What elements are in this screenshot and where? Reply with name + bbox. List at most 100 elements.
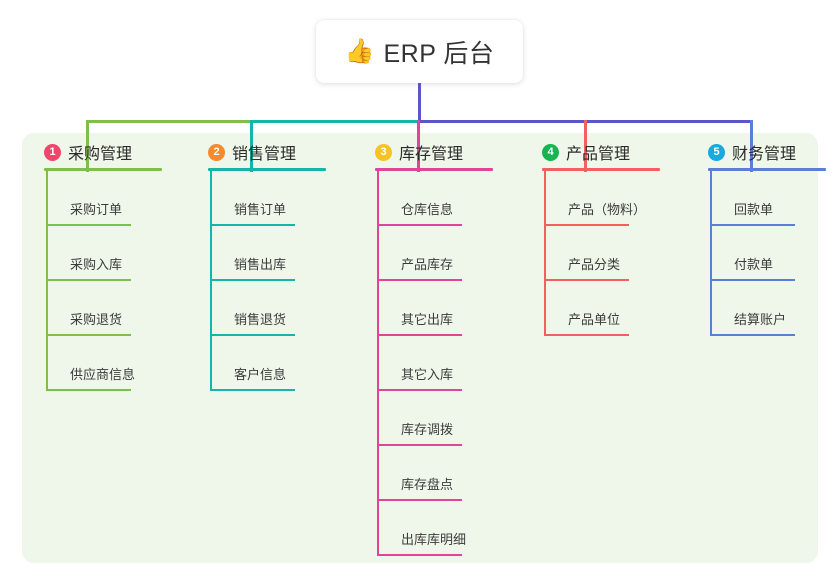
branch-item-label: 采购退货 [70, 312, 123, 327]
branch-item-stem [377, 501, 379, 556]
branch-item[interactable]: 销售出库 [208, 226, 296, 281]
branch-item-label: 采购入库 [70, 257, 123, 272]
branch-item-label: 回款单 [734, 202, 774, 217]
branch-item-stem [46, 336, 48, 391]
branch-item-stem [46, 226, 48, 281]
branch-item-stem [46, 171, 48, 226]
branch-number-badge: 4 [542, 143, 559, 161]
branch-item[interactable]: 产品库存 [375, 226, 463, 281]
branch-column-2: 2 销售管理销售订单销售出库销售退货客户信息 [190, 133, 326, 391]
branch-column-1: 1 采购管理采购订单采购入库采购退货供应商信息 [26, 133, 162, 391]
branch-item[interactable]: 产品单位 [542, 281, 630, 336]
branch-item-list: 产品（物料） 产品分类产品单位 [542, 171, 646, 336]
branch-item-underline [46, 389, 131, 391]
branch-item[interactable]: 库存调拨 [375, 391, 463, 446]
branch-item[interactable]: 付款单 [708, 226, 796, 281]
branch-item-underline [710, 279, 795, 281]
branch-item[interactable]: 采购订单 [44, 171, 132, 226]
branch-item-stem [377, 336, 379, 391]
branch-item[interactable]: 客户信息 [208, 336, 296, 391]
branch-header-label: 采购管理 [68, 146, 133, 163]
branch-item-label: 产品（物料） [568, 202, 647, 217]
branch-header-underline [44, 168, 162, 171]
branch-item-stem [710, 171, 712, 226]
branch-item-list: 销售订单销售出库销售退货客户信息 [208, 171, 296, 391]
branch-item-label: 产品分类 [568, 257, 621, 272]
branch-item-label: 付款单 [734, 257, 774, 272]
branch-header-underline [708, 168, 826, 171]
branch-item[interactable]: 产品（物料） [542, 171, 646, 226]
branch-item-stem [377, 281, 379, 336]
branch-item-label: 销售出库 [234, 257, 287, 272]
branch-header-2[interactable]: 2 销售管理 [190, 133, 326, 171]
branch-item-underline [377, 554, 462, 556]
branch-item-underline [710, 224, 795, 226]
branch-item-underline [544, 224, 629, 226]
branch-item-underline [377, 334, 462, 336]
branch-item[interactable]: 库存盘点 [375, 446, 463, 501]
branch-item-stem [210, 171, 212, 226]
branch-item-stem [210, 281, 212, 336]
branch-item-underline [46, 279, 131, 281]
root-node-title: ERP 后台 [383, 39, 495, 68]
branch-item-label: 产品单位 [568, 312, 621, 327]
branch-item-underline [46, 224, 131, 226]
branch-item-underline [377, 279, 462, 281]
branch-item-stem [210, 336, 212, 391]
branch-item[interactable]: 回款单 [708, 171, 796, 226]
branch-item-underline [544, 279, 629, 281]
branch-item-label: 客户信息 [234, 367, 287, 382]
branch-header-underline [375, 168, 493, 171]
branch-item[interactable]: 供应商信息 [44, 336, 136, 391]
root-node-erp-backend[interactable]: 👍 ERP 后台 [316, 20, 523, 83]
branch-item-underline [377, 499, 462, 501]
branch-item-list: 采购订单采购入库采购退货供应商信息 [44, 171, 136, 391]
content-panel [22, 133, 818, 563]
branch-item-label: 出库库明细 [401, 532, 467, 547]
branch-header-4[interactable]: 4 产品管理 [524, 133, 660, 171]
branch-item[interactable]: 销售订单 [208, 171, 296, 226]
branch-item-stem [377, 446, 379, 501]
branch-column-4: 4 产品管理产品（物料） 产品分类产品单位 [524, 133, 660, 336]
branch-item-label: 仓库信息 [401, 202, 454, 217]
branch-item-underline [544, 334, 629, 336]
branch-item[interactable]: 仓库信息 [375, 171, 463, 226]
branch-item-stem [710, 281, 712, 336]
branch-item-label: 其它出库 [401, 312, 454, 327]
branch-item[interactable]: 销售退货 [208, 281, 296, 336]
branch-item-underline [46, 334, 131, 336]
branch-header-underline [208, 168, 326, 171]
branch-header-label: 销售管理 [232, 146, 297, 163]
branch-item-label: 采购订单 [70, 202, 123, 217]
branch-item-stem [377, 391, 379, 446]
branch-item[interactable]: 采购退货 [44, 281, 132, 336]
branch-number-badge: 3 [375, 143, 392, 161]
branch-item[interactable]: 出库库明细 [375, 501, 467, 556]
branch-item-stem [544, 281, 546, 336]
branch-item[interactable]: 产品分类 [542, 226, 630, 281]
branch-header-1[interactable]: 1 采购管理 [26, 133, 162, 171]
branch-number-badge: 2 [208, 143, 225, 161]
branch-item-list: 回款单付款单结算账户 [708, 171, 796, 336]
branch-item[interactable]: 其它入库 [375, 336, 463, 391]
branch-item[interactable]: 采购入库 [44, 226, 132, 281]
branch-item-underline [710, 334, 795, 336]
branch-header-label: 产品管理 [566, 146, 631, 163]
branch-item-underline [377, 224, 462, 226]
branch-item-underline [210, 279, 295, 281]
branch-item[interactable]: 其它出库 [375, 281, 463, 336]
branch-item[interactable]: 结算账户 [708, 281, 796, 336]
branch-item-label: 结算账户 [734, 312, 787, 327]
branch-number-badge: 1 [44, 143, 61, 161]
branch-item-underline [210, 389, 295, 391]
branch-header-underline [542, 168, 660, 171]
branch-header-label: 财务管理 [732, 146, 797, 163]
branch-item-label: 供应商信息 [70, 367, 136, 382]
branch-item-underline [377, 389, 462, 391]
branch-item-label: 产品库存 [401, 257, 454, 272]
